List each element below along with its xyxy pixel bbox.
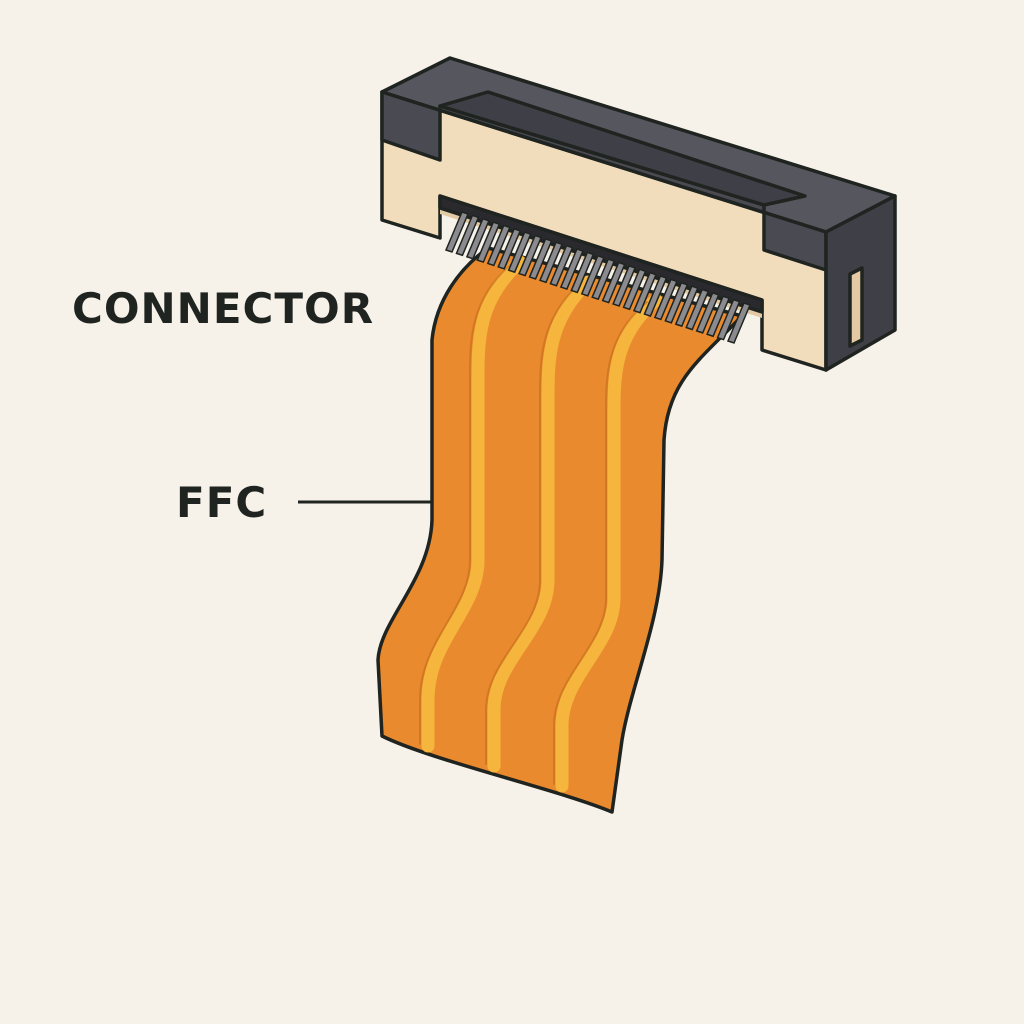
connector-pin bbox=[726, 302, 752, 344]
connector-pin bbox=[549, 244, 574, 287]
cable-trace-edge bbox=[419, 263, 512, 745]
connector-pin bbox=[465, 217, 490, 260]
connector-pin bbox=[643, 275, 668, 317]
cable-traces bbox=[421, 255, 663, 793]
connector-pin bbox=[591, 258, 616, 301]
connector-pin bbox=[664, 281, 689, 324]
connector-pin bbox=[580, 254, 605, 297]
ffc-label: FFC bbox=[176, 478, 268, 527]
cable-trace-edge bbox=[553, 301, 648, 785]
connector-pin bbox=[695, 291, 720, 334]
connector-latch bbox=[438, 90, 807, 207]
connector-pin bbox=[538, 241, 564, 284]
connector-pin bbox=[653, 278, 678, 321]
cable-trace bbox=[421, 255, 527, 753]
connector-pin bbox=[674, 285, 699, 328]
cable-trace-edges bbox=[419, 263, 648, 785]
flat-flex-cable-icon bbox=[376, 246, 744, 814]
connector-pin bbox=[685, 288, 710, 331]
cable-trace bbox=[487, 275, 595, 773]
connector-pin bbox=[632, 271, 658, 314]
connector-pin bbox=[528, 238, 553, 280]
connector-pin bbox=[716, 298, 741, 341]
connector-pin bbox=[497, 227, 522, 270]
connector-pin bbox=[507, 231, 532, 274]
connector-label: CONNECTOR bbox=[72, 284, 375, 333]
connector-pin bbox=[486, 224, 511, 267]
connector-pin bbox=[612, 264, 637, 307]
cable-trace bbox=[555, 293, 663, 793]
connector-pin bbox=[476, 221, 501, 264]
connector-pin bbox=[455, 214, 480, 257]
connector-pin bbox=[570, 251, 595, 294]
connector-side-clip bbox=[848, 266, 864, 348]
connector-pin bbox=[622, 268, 647, 311]
connector-pins bbox=[444, 211, 752, 344]
connector-pin bbox=[559, 248, 584, 291]
connector-pin bbox=[601, 261, 626, 304]
connector-pin bbox=[518, 234, 543, 277]
cable-trace-edge bbox=[485, 283, 580, 765]
connector-pin bbox=[444, 211, 470, 253]
connector-pin bbox=[706, 295, 731, 338]
